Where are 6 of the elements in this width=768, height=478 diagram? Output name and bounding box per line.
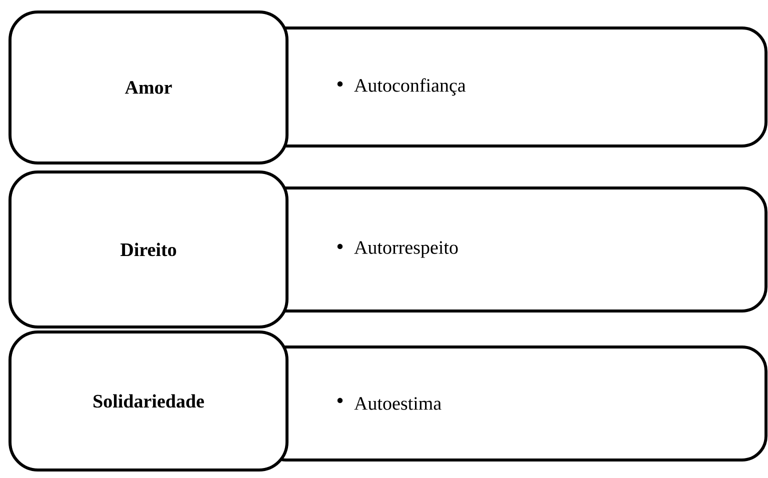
item-box: Autorrespeito: [260, 186, 768, 312]
category-box: Direito: [8, 170, 288, 328]
item-box: Autoestima: [260, 345, 768, 462]
category-box: Amor: [8, 10, 288, 164]
category-box: Solidariedade: [8, 330, 288, 472]
item-box: Autoconfiança: [260, 26, 768, 148]
